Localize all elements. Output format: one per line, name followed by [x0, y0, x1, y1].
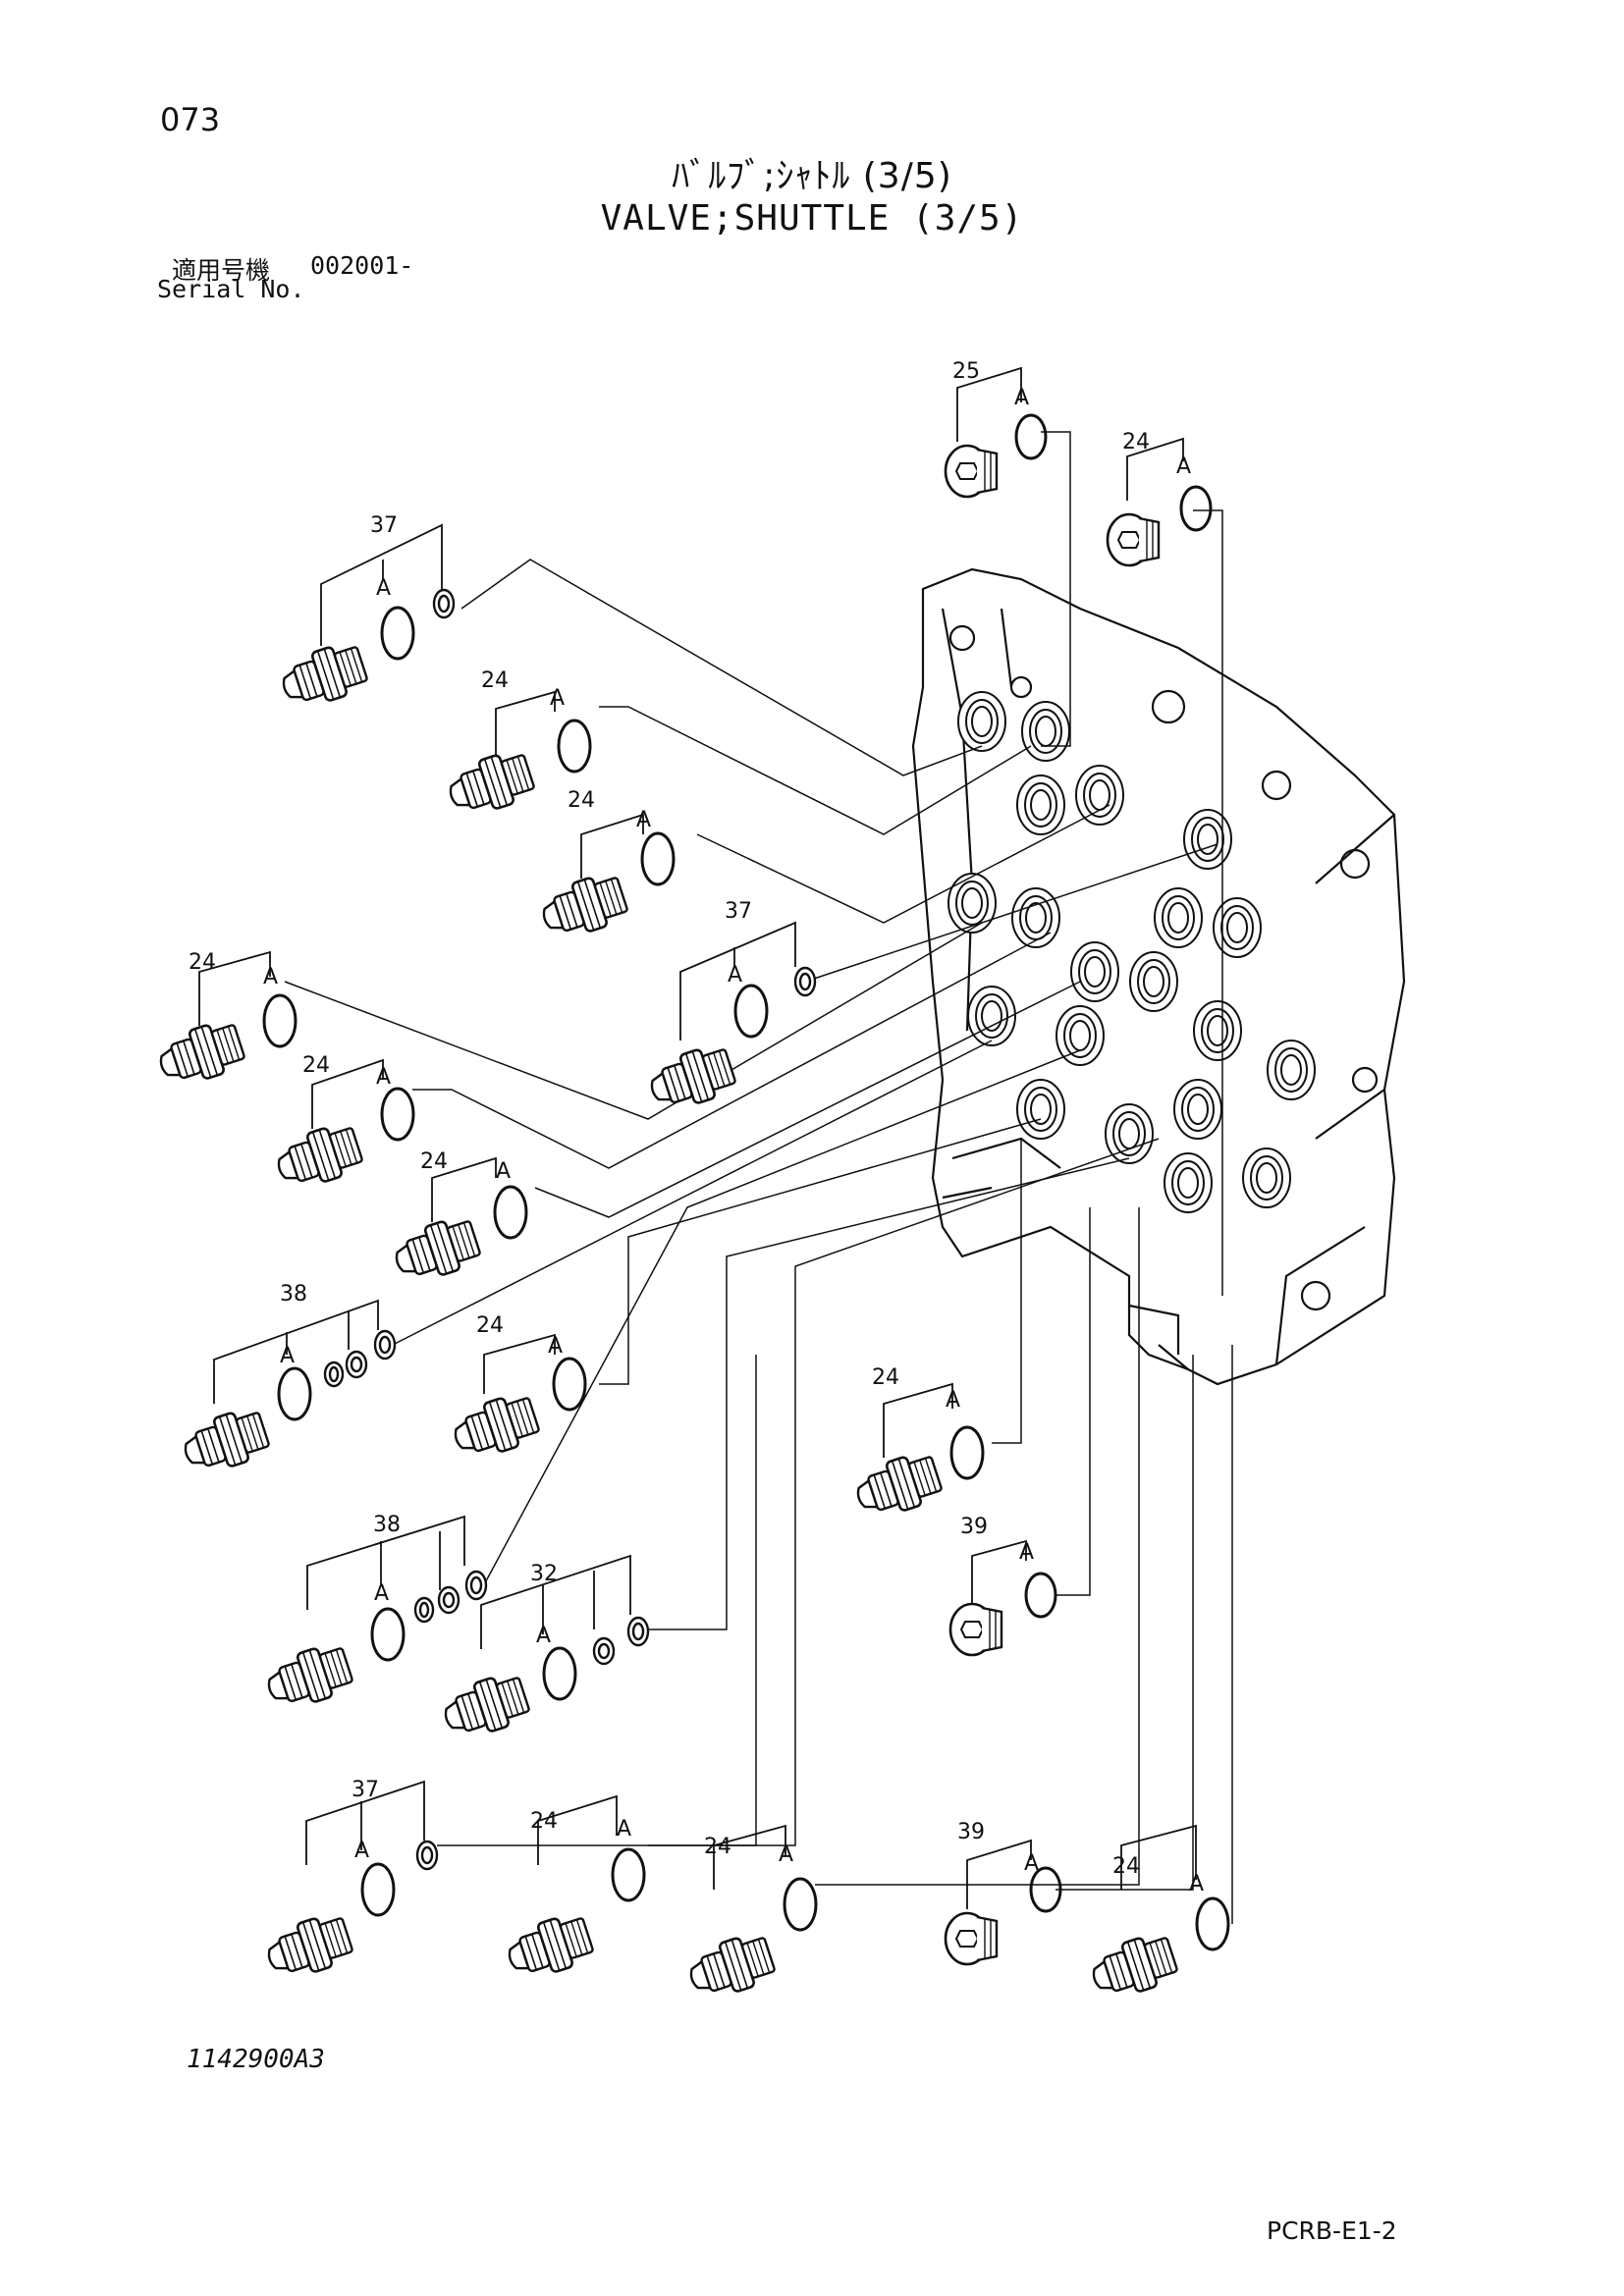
callout-part-number: 24: [1122, 430, 1150, 454]
callout-suffix: A: [548, 1334, 563, 1359]
callout-suffix: A: [536, 1624, 551, 1648]
callout-suffix: A: [636, 808, 651, 832]
o-rings: [262, 413, 1230, 1951]
callout-part-number: 24: [530, 1809, 558, 1834]
callout-part-number: 37: [725, 899, 752, 924]
callout-part-number: 32: [530, 1562, 558, 1586]
leader-lines: [284, 431, 1233, 1924]
callout-suffix: A: [280, 1344, 295, 1368]
callout-part-number: 37: [352, 1778, 379, 1802]
title-japanese: ﾊﾞﾙﾌﾞ;ｼｬﾄﾙ (3/5): [672, 156, 952, 196]
callout-suffix: A: [779, 1842, 793, 1867]
callout-suffix: A: [376, 1065, 391, 1090]
callout-suffix: A: [946, 1388, 960, 1413]
serial-label-english: Serial No.: [157, 275, 305, 303]
serial-value: 002001-: [310, 251, 414, 280]
callout-suffix: A: [1176, 454, 1191, 479]
callout-part-number: 24: [704, 1835, 731, 1859]
valve-ports: [947, 691, 1316, 1213]
callout-part-number: 37: [370, 513, 398, 538]
callout-suffix: A: [374, 1581, 389, 1606]
callout-part-number: 39: [960, 1515, 988, 1539]
callout-part-number: 24: [420, 1149, 448, 1174]
callout-part-number: 24: [568, 788, 595, 813]
callout-suffix: A: [1024, 1851, 1039, 1876]
callout-part-number: 24: [872, 1365, 899, 1390]
callout-part-number: 38: [280, 1282, 307, 1307]
callout-suffix: A: [376, 576, 391, 601]
callout-part-number: 38: [373, 1513, 401, 1537]
callout-brackets: [198, 366, 1197, 1909]
callout-part-number: 24: [1112, 1854, 1140, 1879]
callout-part-number: 24: [189, 950, 216, 975]
backup-rings: [323, 588, 817, 1871]
callout-suffix: A: [1014, 386, 1029, 410]
callout-part-number: 39: [957, 1820, 985, 1844]
callout-part-number: 24: [481, 668, 509, 693]
callout-suffix: A: [263, 965, 278, 989]
serial-label-japanese: 適用号機: [172, 256, 271, 285]
callout-labels: 25 A 24 A 37 A 24 A 24 A 37 A 24 A 24 A …: [189, 359, 1204, 1896]
callout-suffix: A: [496, 1159, 511, 1184]
drawing-number: 1142900A3: [187, 2045, 325, 2074]
callout-suffix: A: [1019, 1540, 1034, 1565]
callout-suffix: A: [354, 1839, 369, 1863]
callout-part-number: 24: [302, 1053, 330, 1078]
callout-suffix: A: [617, 1817, 631, 1842]
callout-part-number: 24: [476, 1313, 504, 1338]
sheet-code: PCRB-E1-2: [1267, 2216, 1397, 2245]
callout-suffix: A: [550, 686, 565, 711]
callout-suffix: A: [1189, 1872, 1204, 1896]
title-english: VALVE;SHUTTLE (3/5): [600, 198, 1024, 239]
page-number: 073: [160, 101, 221, 138]
callout-suffix: A: [728, 963, 742, 988]
callout-part-number: 25: [952, 359, 980, 384]
